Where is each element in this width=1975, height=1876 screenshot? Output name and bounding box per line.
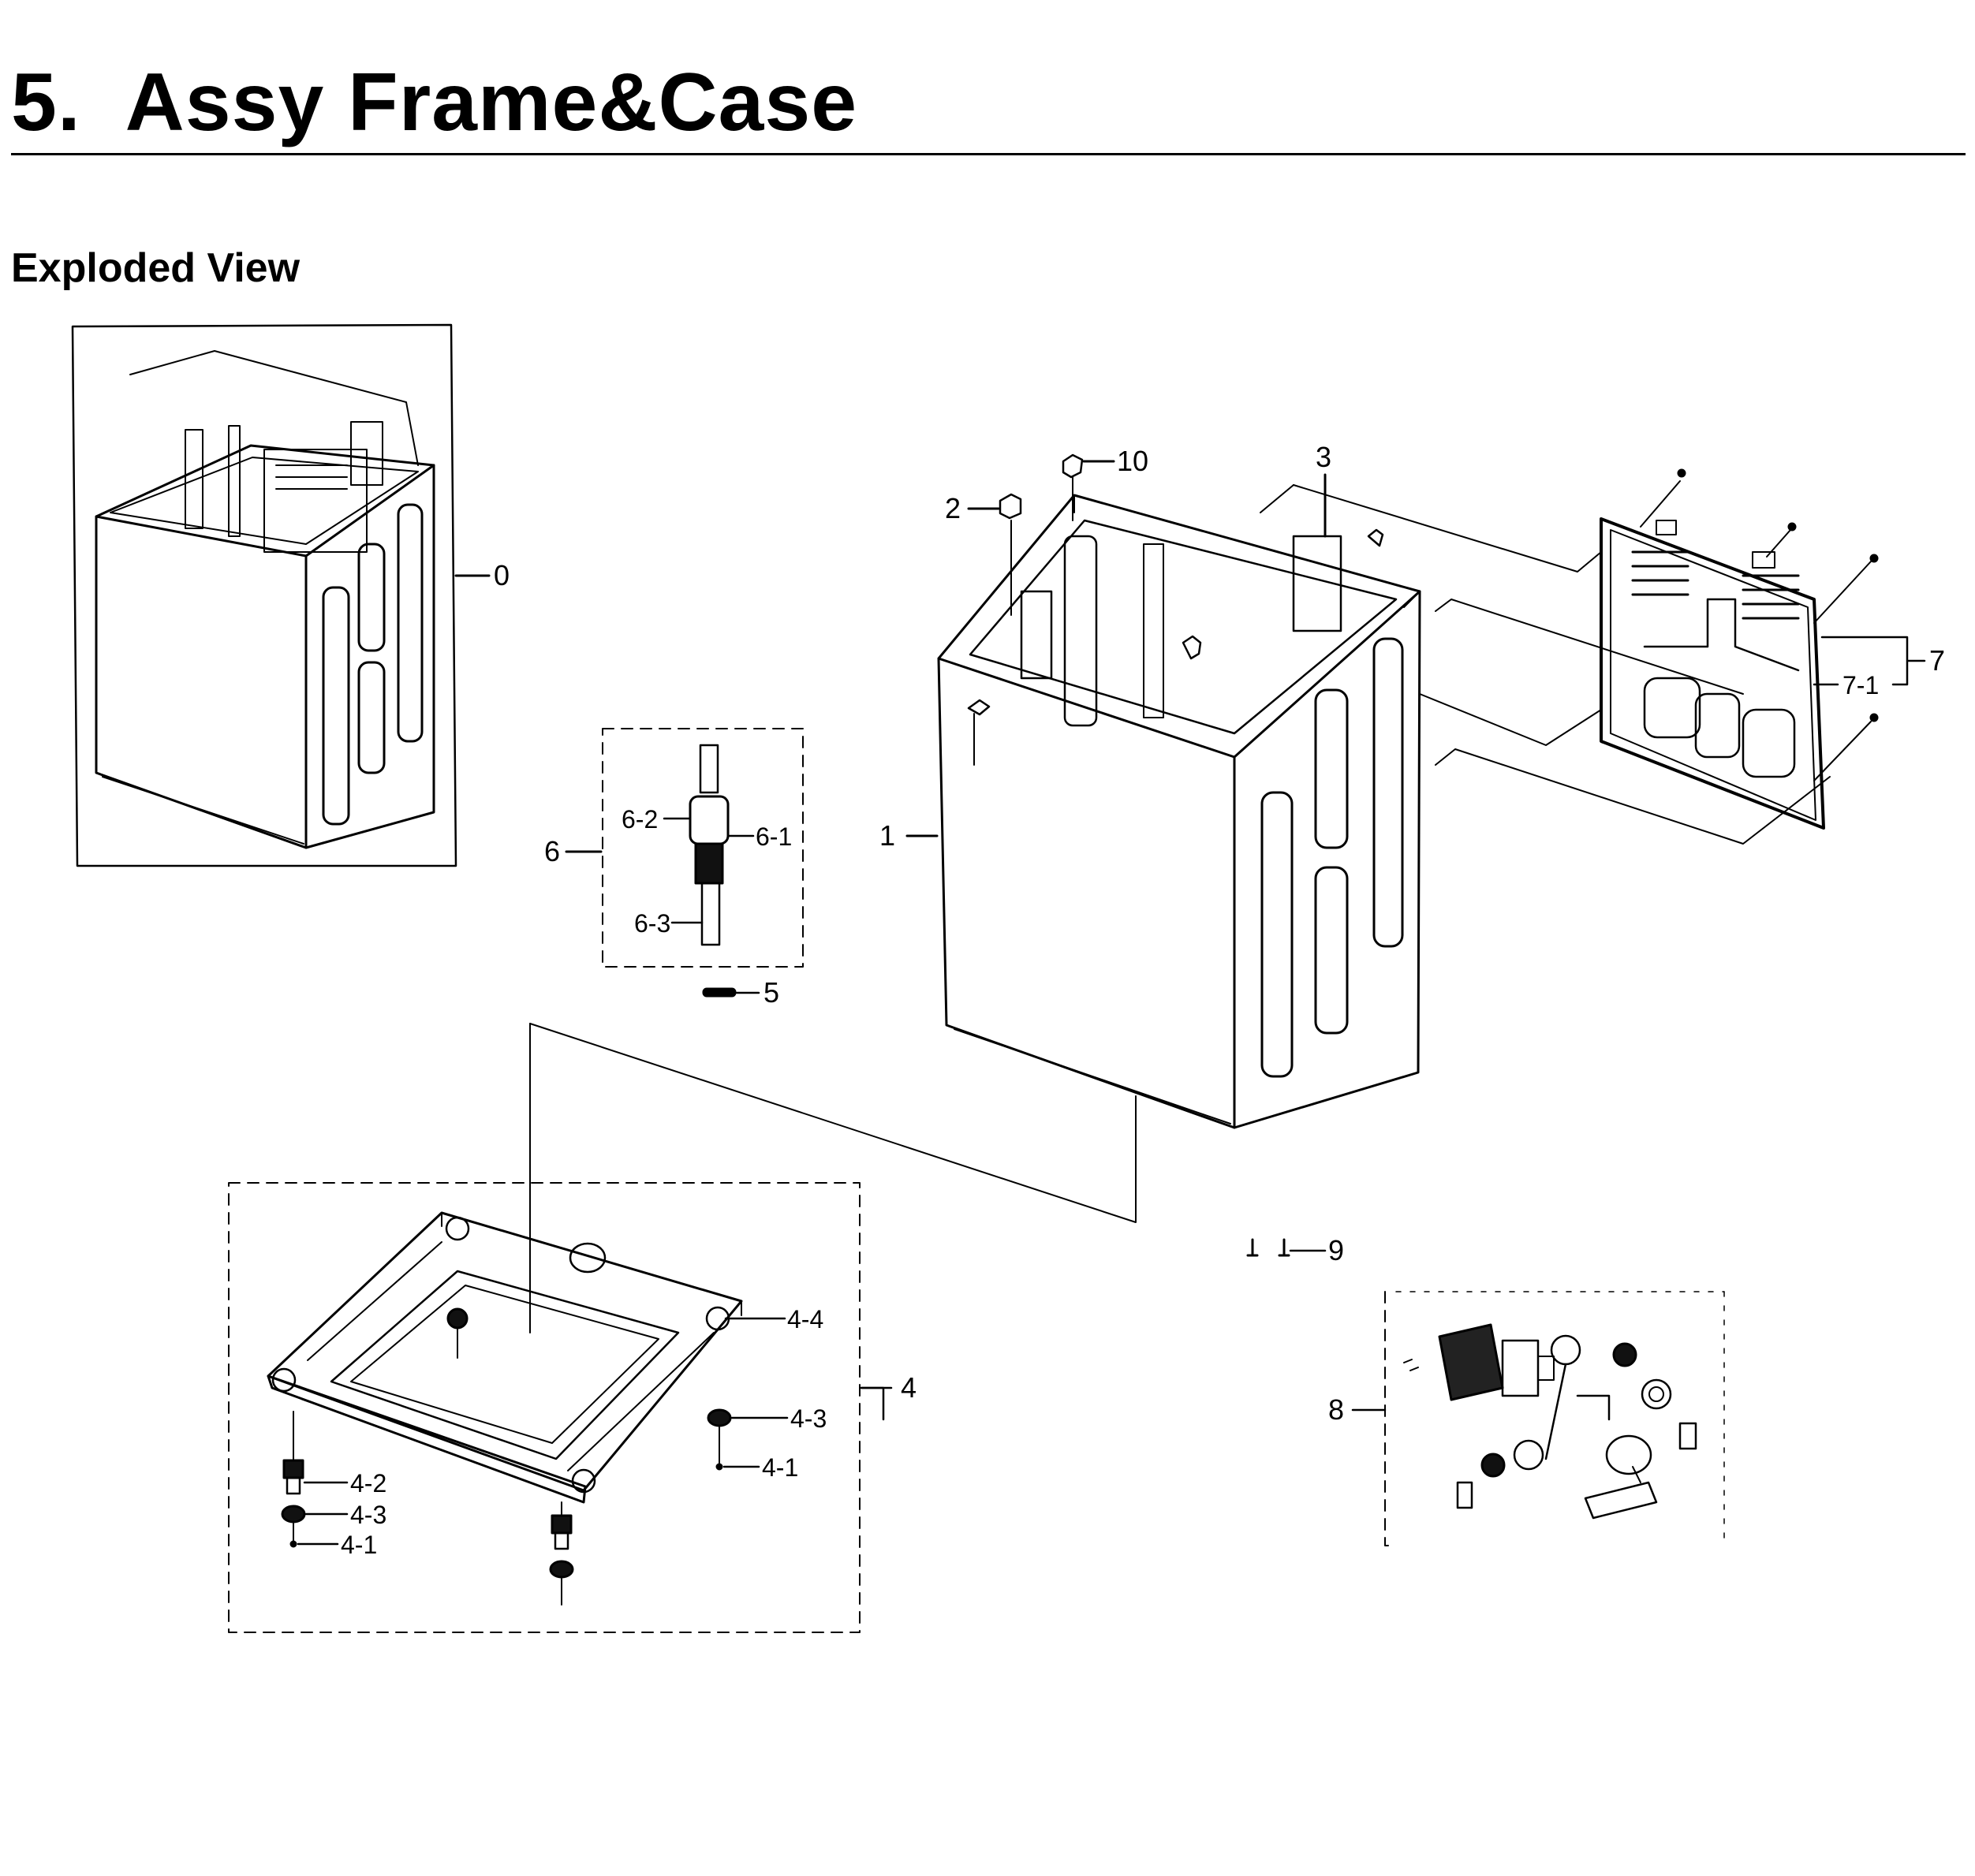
- callout-6-1: 6-1: [756, 822, 792, 851]
- callout-4-1b: 4-1: [762, 1453, 798, 1482]
- callout-3: 3: [1316, 441, 1331, 473]
- callout-2: 2: [945, 492, 961, 524]
- callout-6: 6: [544, 835, 560, 867]
- callout-7-1: 7-1: [1842, 671, 1879, 699]
- callout-4-3b: 4-3: [790, 1404, 827, 1433]
- callout-4-2: 4-2: [350, 1469, 386, 1497]
- callout-0: 0: [494, 559, 510, 591]
- title-rule: [11, 153, 1966, 155]
- callout-7: 7: [1929, 644, 1945, 677]
- callout-4-1a: 4-1: [341, 1531, 377, 1559]
- assembled-cabinet-illustration: [71, 323, 457, 867]
- cabinet-part-1: [937, 494, 1421, 1129]
- callout-1: 1: [879, 819, 895, 852]
- callout-8: 8: [1328, 1393, 1344, 1426]
- pump-assembly-part-8: [1403, 1323, 1697, 1520]
- callout-4-4: 4-4: [787, 1305, 823, 1333]
- base-frame-part-4: [267, 1211, 743, 1504]
- callout-6-3: 6-3: [634, 909, 670, 938]
- callout-6-2: 6-2: [622, 805, 658, 834]
- section-subtitle: Exploded View: [11, 245, 301, 291]
- callout-9: 9: [1328, 1234, 1344, 1266]
- callout-5: 5: [763, 976, 779, 1009]
- back-panel-part-7: [1600, 517, 1825, 830]
- callout-10: 10: [1117, 445, 1148, 477]
- page-title: 5. Assy Frame&Case: [11, 57, 858, 148]
- callout-4: 4: [901, 1371, 917, 1404]
- callout-4-3a: 4-3: [350, 1501, 386, 1529]
